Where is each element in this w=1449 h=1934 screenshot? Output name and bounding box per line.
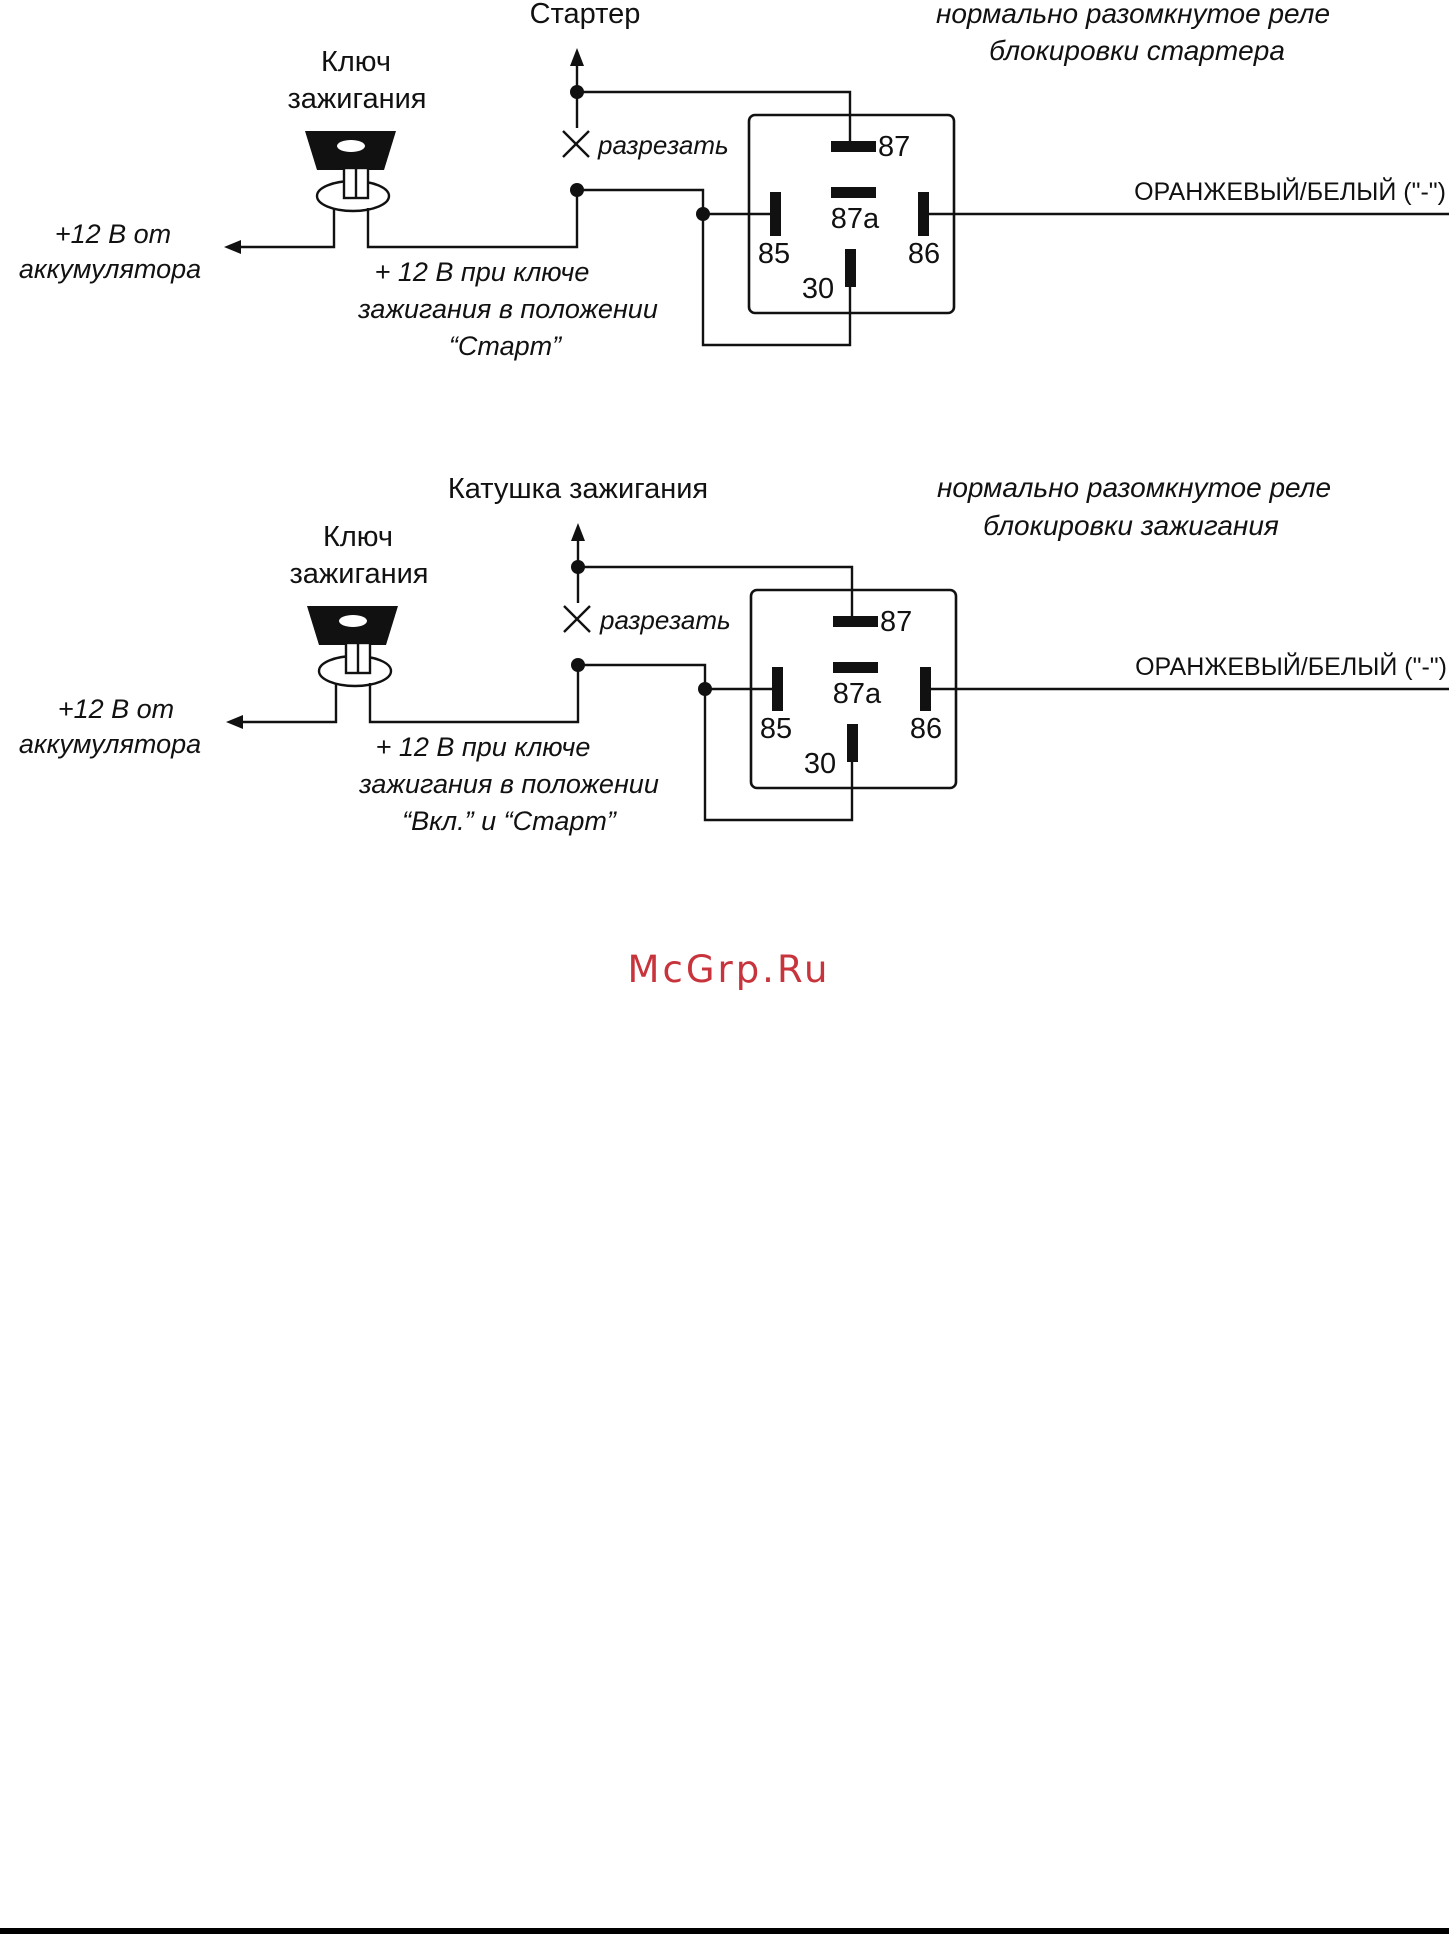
battery-arrow-icon: [226, 715, 243, 729]
key-label-line1: Ключ: [323, 521, 393, 553]
watermark-link[interactable]: McGrp.Ru: [628, 948, 831, 991]
pin-87-terminal: [831, 141, 876, 152]
target-label: Стартер: [530, 0, 641, 30]
pin-86-terminal: [920, 667, 931, 711]
relay-label-line2: блокировки стартера: [989, 35, 1285, 66]
pin-86-terminal: [918, 192, 929, 236]
pin-30-terminal: [847, 724, 858, 762]
relay-label-line2: блокировки зажигания: [983, 510, 1279, 541]
power-label-line2: зажигания в положении: [358, 769, 659, 799]
battery-label-line1: +12 В от: [58, 694, 174, 724]
ignition-power-wire: [368, 665, 580, 724]
battery-arrow-icon: [224, 240, 241, 254]
pin-87a-terminal: [831, 187, 876, 198]
pin-87a-terminal: [833, 662, 878, 673]
key-label-line2: зажигания: [287, 83, 426, 115]
ignition-key-icon: [305, 131, 396, 213]
starter-blocking-diagram: Стартер нормально разомкнутое реле блоки…: [19, 0, 1449, 361]
orange-white-wire-label: ОРАНЖЕВЫЙ/БЕЛЫЙ ("-"): [1135, 651, 1447, 681]
pin-30-label: 30: [802, 273, 834, 305]
power-label-line3: “Вкл.” и “Старт”: [402, 806, 617, 836]
pin-87-terminal: [833, 616, 878, 627]
pin-30-label: 30: [804, 748, 836, 780]
battery-wire: [239, 683, 338, 724]
ignition-coil-arrow-icon: [571, 523, 585, 541]
pin-86-label: 86: [910, 713, 942, 745]
power-label-line2: зажигания в положении: [357, 294, 658, 324]
relay-label-line1: нормально разомкнутое реле: [936, 0, 1330, 29]
target-label: Катушка зажигания: [448, 473, 708, 505]
orange-white-wire-label: ОРАНЖЕВЫЙ/БЕЛЫЙ ("-"): [1134, 176, 1446, 206]
pin-87a-label: 87a: [831, 203, 880, 235]
relay-label-line1: нормально разомкнутое реле: [937, 472, 1331, 503]
power-label-line1: + 12 В при ключе: [376, 732, 591, 762]
battery-label-line1: +12 В от: [55, 219, 171, 249]
pin-85-label: 85: [758, 238, 790, 270]
wire-to-pin-87: [578, 565, 854, 621]
ignition-power-wire: [366, 190, 579, 249]
power-label-line1: + 12 В при ключе: [375, 257, 590, 287]
pin-85-terminal: [770, 192, 781, 236]
power-label-line3: “Старт”: [449, 331, 562, 361]
pin-87-label: 87: [880, 606, 912, 638]
bottom-border: [0, 1928, 1449, 1934]
battery-wire: [237, 208, 336, 249]
pin-87-label: 87: [878, 131, 910, 163]
cut-label: разрезать: [599, 605, 731, 635]
cut-label: разрезать: [597, 130, 729, 160]
battery-label-line2: аккумулятора: [19, 254, 201, 284]
relay-body: [749, 588, 958, 790]
battery-label-line2: аккумулятора: [19, 729, 201, 759]
starter-arrow-icon: [570, 48, 584, 66]
cut-mark-icon: [563, 605, 591, 633]
ignition-blocking-diagram: Катушка зажигания нормально разомкнутое …: [19, 472, 1449, 836]
pin-30-terminal: [845, 249, 856, 287]
wire-to-pin-87: [577, 90, 852, 146]
pin-85-terminal: [772, 667, 783, 711]
key-label-line2: зажигания: [289, 558, 428, 590]
ignition-key-icon: [307, 606, 398, 688]
pin-85-label: 85: [760, 713, 792, 745]
cut-mark-icon: [562, 130, 590, 158]
relay-body: [747, 113, 956, 315]
pin-86-label: 86: [908, 238, 940, 270]
pin-87a-label: 87a: [833, 678, 882, 710]
key-label-line1: Ключ: [321, 46, 391, 78]
